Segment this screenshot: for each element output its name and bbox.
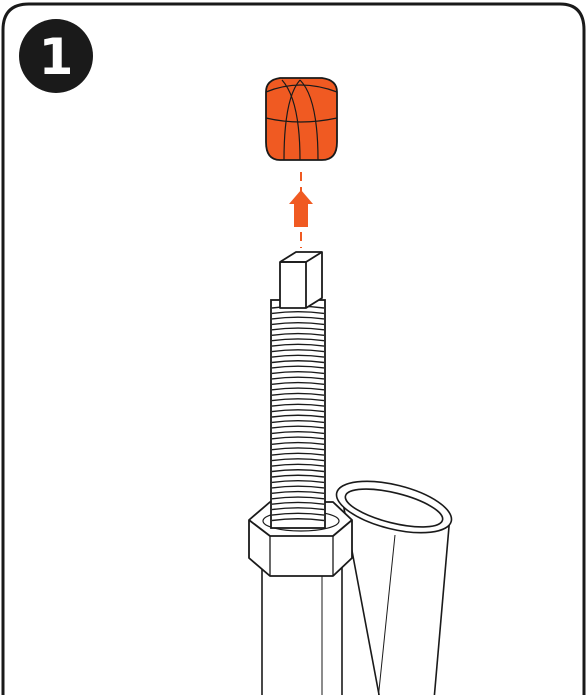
main-tube bbox=[262, 560, 342, 695]
oval-tube bbox=[331, 471, 456, 695]
step-badge: 1 bbox=[19, 19, 93, 93]
threaded-rod bbox=[271, 300, 325, 528]
step-number: 1 bbox=[39, 28, 74, 86]
square-drive-tip bbox=[280, 252, 322, 308]
end-cap bbox=[266, 78, 337, 160]
up-arrow-icon bbox=[289, 190, 313, 227]
